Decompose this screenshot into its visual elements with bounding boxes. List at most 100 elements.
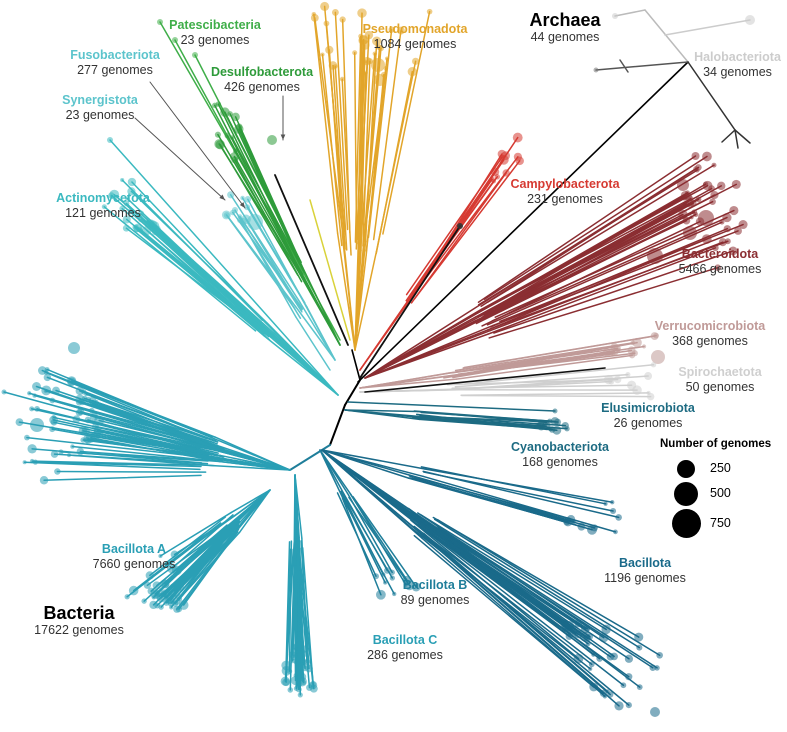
pseudomonadota-tip [339,76,345,82]
bacillota-branch [414,514,589,630]
desulfobacterota-branch [218,143,302,275]
spirochaetota-branch [460,394,652,398]
bacillota-tip [610,507,617,515]
desulfobacterota-stem [299,273,341,346]
spirochaetota-branch [463,363,655,385]
bacillota_a-branch [34,461,202,468]
bacillota-branch [428,539,630,706]
bacillota_a-branch [126,524,221,598]
pseudomonadota-stem [354,250,378,351]
bacteroidota-branch [492,240,729,329]
pseudomonadota-branch [341,78,352,256]
bacteroidota-tip [734,227,742,235]
bacteroidota-stem [364,302,485,379]
bacillota_c-branch [285,541,295,672]
actinomycetota-tip [127,208,134,214]
bacillota_c-branch [289,548,296,691]
bacillota-tip [589,682,599,692]
bacteroidota-tip [683,226,697,240]
bacillota_a-tip [172,588,178,594]
cyanobacteriota-stem [344,409,421,418]
actinomycetota-branch [126,197,265,328]
bacteroidota-tip [683,200,690,208]
bacillota-branch [408,475,572,520]
bacillota-tip [620,682,627,689]
actinomycetota-branch [110,194,261,327]
spirochaetota-branch [446,378,619,386]
bacillota_a-stem [236,489,271,515]
bacillota-tip [588,666,593,671]
bacillota-branch [417,512,605,639]
bacillota_b-tip [383,580,388,585]
pseudomonadota-branch [360,72,367,252]
bacillota-b-name: Bacillota B [402,578,468,592]
bacillota_a-branch [45,390,203,443]
bacillota_c-branch [294,546,299,676]
bacillota_a-stem [230,489,271,514]
bacillota_a-branch [30,408,203,448]
bacillota_a-stem [235,489,271,532]
spirochaetota-tip [625,372,631,378]
bacillota_a-branch [96,429,225,458]
actinomycetota-tip [108,192,115,199]
bacillota-tip [574,630,583,639]
pseudomonadota-tip [331,9,339,16]
bacillota_a-tip [172,597,181,605]
bacillota_a-branch [156,524,232,587]
bacteroidota-branch [473,213,684,324]
bacillota_c-tip [304,659,311,665]
bacillota_a-tip [165,597,172,604]
pseudomonadota-name: Pseudomonadota [362,22,468,36]
bacillota-branch [420,466,607,505]
bacteroidota-branch [474,203,688,318]
bacillota-stem [321,449,428,540]
bacteroidota-tip [702,151,712,162]
actinomycetota-branch [130,190,269,325]
fusobacteriota-branch [232,211,303,309]
bacillota_a-branch [70,380,213,438]
pseudomonadota-tip [372,36,382,46]
annotation-arrow [134,117,226,201]
actinomycetota-tip [146,219,155,227]
label-verrucomicrobiota: Verrucomicrobiota 368 genomes [645,319,775,349]
desulfobacterota-tip [214,131,221,138]
bacillota_a-tip [32,393,37,398]
bacillota_a-branch [174,521,237,592]
pseudomonadota-tip [377,45,384,52]
bacteroidota-branch [477,155,697,303]
bacillota_c-tip [295,686,302,693]
bacillota_a-tip [154,602,161,609]
desulfobacterota-tip [234,124,244,134]
bacillota-tip [614,701,624,711]
bacillota-branch [425,537,620,707]
desulfobacterota-tip [220,107,230,117]
pseudomonadota-tip [372,51,378,56]
cyanobacteriota-branch [413,410,551,422]
backbone [289,444,331,471]
bacteroidota-tip [717,181,726,191]
bacteria-label: Bacteria 17622 genomes [24,603,134,638]
bacillota_c-branch [293,546,297,682]
bacteroidota-tip [677,179,689,191]
bacillota_a-tip [165,589,173,597]
archaea-tip [593,67,599,73]
bacteroidota-tip [647,248,663,264]
elusimicrobiota-name: Elusimicrobiota [601,401,695,415]
bacillota-branch [413,534,595,688]
annotation-arrow [149,81,246,209]
bacillota_a-tip [39,476,49,485]
bacillota_a-tip [141,598,147,604]
bacteroidota-count: 5466 genomes [678,262,762,276]
bacillota-branch [419,518,595,656]
bacillota_a-branch [176,529,239,610]
cyanobacteriota-name: Cyanobacteriota [511,440,609,454]
actinomycetota-tip [125,196,130,201]
label-fusobacteriota: Fusobacteriota 277 genomes [50,48,180,78]
spirochaetota-tip [644,372,653,381]
bacillota_a-branch [175,528,240,602]
bacteroidota-tip [703,181,709,187]
pseudomonadota-tip [426,8,433,15]
pseudomonadota-stem [336,232,356,351]
desulfobacterota-tip [227,111,233,117]
bacillota_c-tip [290,675,301,686]
